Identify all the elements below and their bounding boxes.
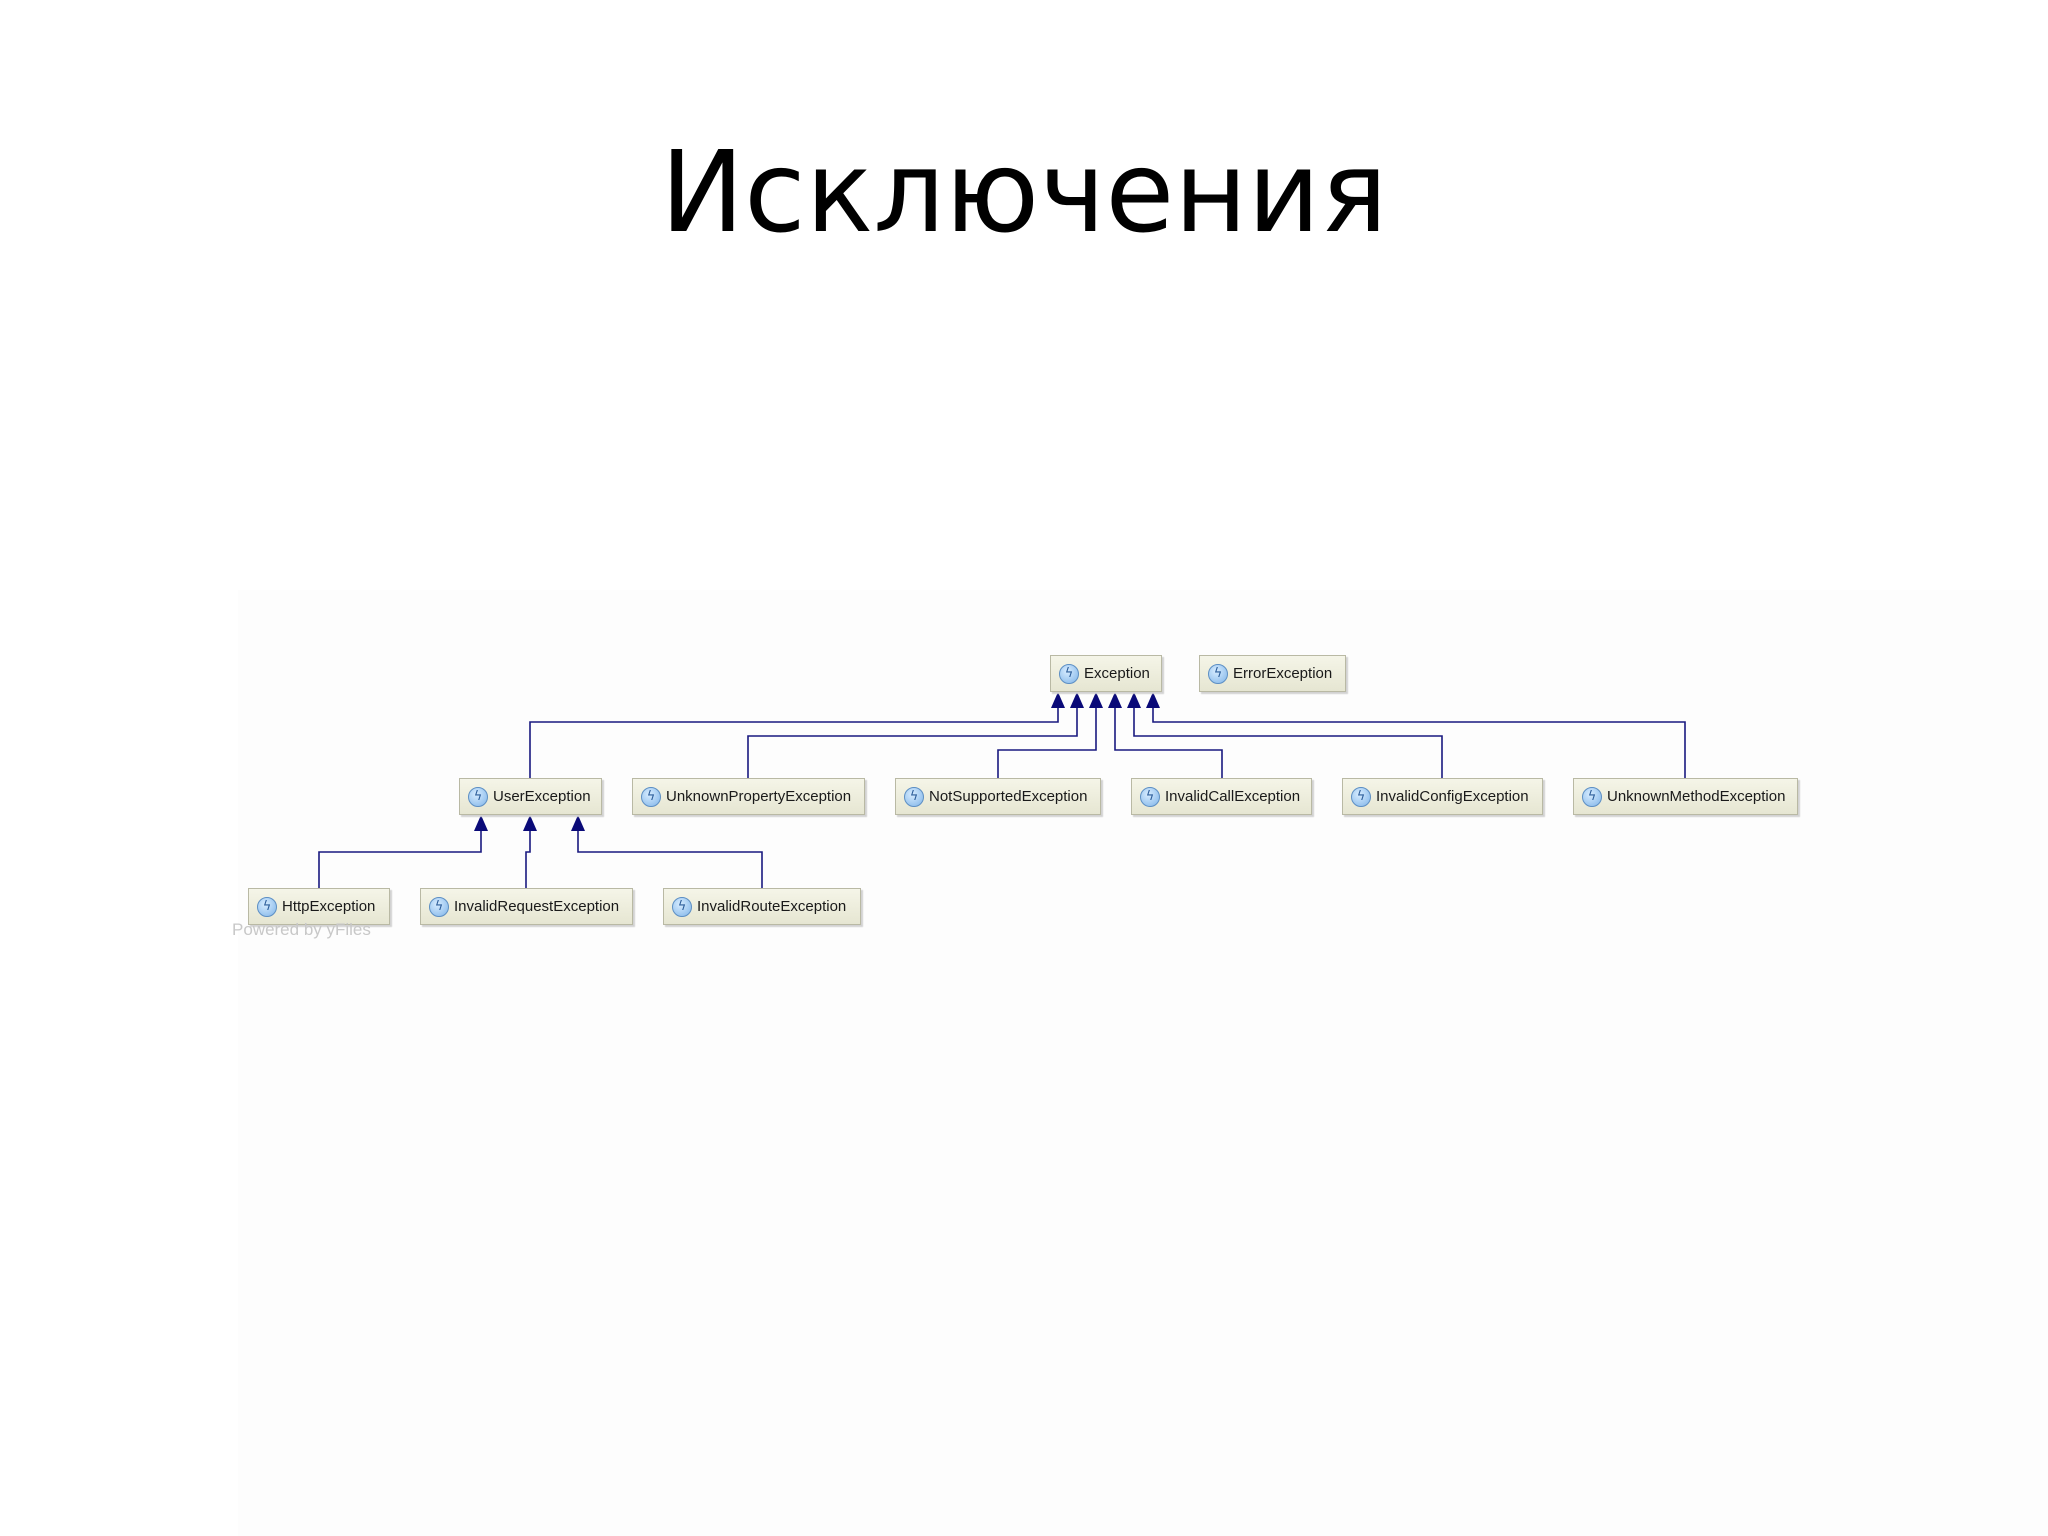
- class-node-invalid-config-exception[interactable]: ϟ InvalidConfigException: [1342, 778, 1543, 815]
- exception-class-icon: ϟ: [429, 896, 449, 917]
- exception-class-icon: ϟ: [672, 896, 692, 917]
- exception-class-icon: ϟ: [468, 786, 488, 807]
- inheritance-arrowhead: [1089, 692, 1103, 708]
- inheritance-arrowhead: [1108, 692, 1122, 708]
- class-node-unknown-method-exception[interactable]: ϟ UnknownMethodException: [1573, 778, 1798, 815]
- inheritance-arrowhead: [1127, 692, 1141, 708]
- edge-user-to-exception: [529, 708, 1059, 778]
- class-node-http-exception[interactable]: ϟ HttpException: [248, 888, 390, 925]
- edge-not-supported-to-exception: [997, 708, 1097, 778]
- class-node-unknown-property-exception[interactable]: ϟ UnknownPropertyException: [632, 778, 865, 815]
- edge-invalid-config-to-exception: [1133, 708, 1443, 778]
- exception-class-icon: ϟ: [1140, 786, 1160, 807]
- exception-class-icon: ϟ: [641, 786, 661, 807]
- class-node-label: NotSupportedException: [929, 788, 1088, 805]
- yfiles-watermark: Powered by yFiles: [232, 920, 371, 939]
- edge-invalid-route-to-user: [577, 831, 763, 888]
- exception-class-icon: ϟ: [257, 896, 277, 917]
- class-node-label: UnknownPropertyException: [666, 788, 852, 805]
- inheritance-arrowhead: [523, 815, 537, 831]
- class-node-label: ErrorException: [1233, 665, 1333, 682]
- class-node-label: UnknownMethodException: [1607, 788, 1786, 805]
- exception-class-icon: ϟ: [1059, 663, 1079, 684]
- edge-unknown-property-to-exception: [747, 708, 1078, 778]
- exception-class-icon: ϟ: [1582, 786, 1602, 807]
- inheritance-arrowhead: [1070, 692, 1084, 708]
- class-node-label: InvalidRouteException: [697, 898, 847, 915]
- class-node-invalid-request-exception[interactable]: ϟ InvalidRequestException: [420, 888, 633, 925]
- class-node-error-exception[interactable]: ϟ ErrorException: [1199, 655, 1346, 692]
- inheritance-arrowhead: [474, 815, 488, 831]
- exception-class-icon: ϟ: [1351, 786, 1371, 807]
- edge-invalid-call-to-exception: [1114, 708, 1223, 778]
- class-node-label: InvalidCallException: [1165, 788, 1301, 805]
- class-node-label: HttpException: [282, 898, 376, 915]
- class-node-exception[interactable]: ϟ Exception: [1050, 655, 1162, 692]
- class-node-invalid-route-exception[interactable]: ϟ InvalidRouteException: [663, 888, 861, 925]
- class-node-label: Exception: [1084, 665, 1150, 682]
- inheritance-arrowhead: [1051, 692, 1065, 708]
- inheritance-arrowhead: [571, 815, 585, 831]
- class-node-invalid-call-exception[interactable]: ϟ InvalidCallException: [1131, 778, 1312, 815]
- slide-title: Исключения: [660, 128, 1388, 258]
- edge-unknown-method-to-exception: [1152, 708, 1686, 778]
- class-node-user-exception[interactable]: ϟ UserException: [459, 778, 602, 815]
- class-node-label: UserException: [493, 788, 591, 805]
- class-node-label: InvalidConfigException: [1376, 788, 1529, 805]
- edge-http-to-user: [318, 831, 482, 888]
- inheritance-arrowhead: [1146, 692, 1160, 708]
- class-node-not-supported-exception[interactable]: ϟ NotSupportedException: [895, 778, 1101, 815]
- diagram-canvas: [238, 590, 2048, 1536]
- class-node-label: InvalidRequestException: [454, 898, 620, 915]
- exception-class-icon: ϟ: [1208, 663, 1228, 684]
- exception-class-icon: ϟ: [904, 786, 924, 807]
- edge-invalid-request-to-user: [525, 831, 531, 888]
